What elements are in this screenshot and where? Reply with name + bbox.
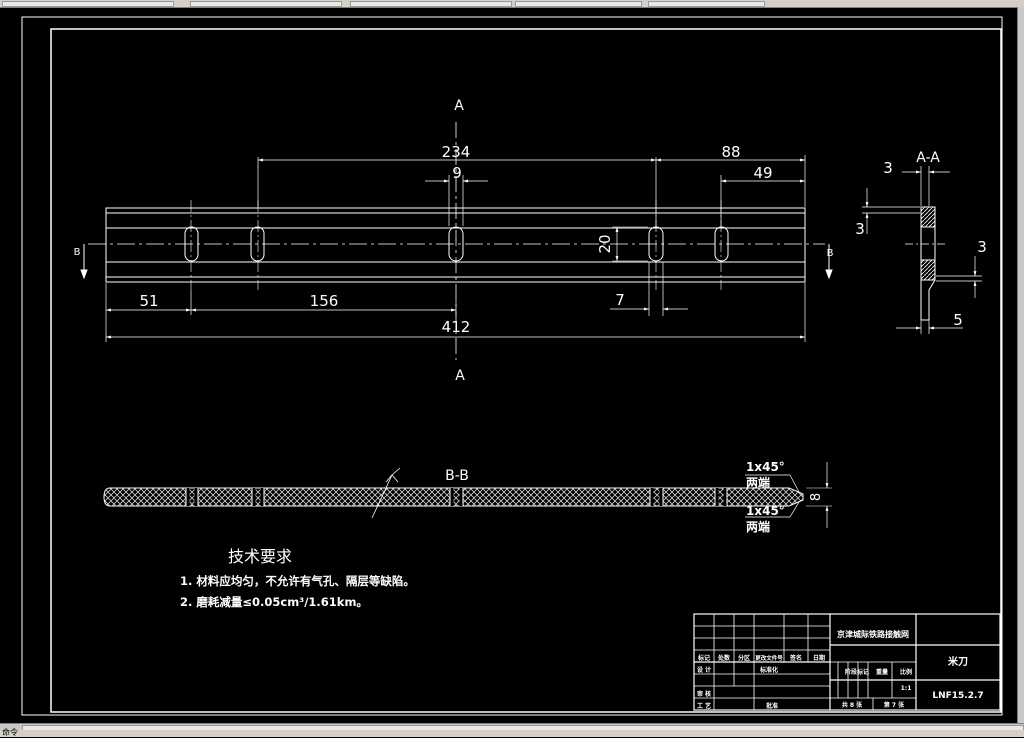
stage-mark-label: 阶段标记	[845, 668, 869, 676]
part-name: 米刀	[948, 655, 968, 668]
section-aa-labels: A-A 3 3 3 5	[855, 150, 987, 329]
review-label: 审 核	[697, 690, 711, 698]
requirement-item-1: 1. 材料应均匀，不允许有气孔、隔层等缺陷。	[180, 574, 415, 588]
section-b-label-left: B	[74, 247, 81, 258]
chamfer-bottom-label: 1x45°	[746, 504, 785, 518]
weight-label: 重量	[876, 668, 888, 676]
drawing-number: LNF15.2.7	[932, 691, 983, 701]
command-line[interactable]: 命令	[0, 728, 1024, 737]
dim-156: 156	[310, 292, 339, 310]
section-a-label-top: A	[454, 98, 464, 114]
dim-aa-5: 5	[953, 311, 963, 329]
section-b-label-right: B	[827, 248, 834, 259]
scale-value: 1:1	[901, 685, 912, 692]
toolbar-field[interactable]	[350, 1, 512, 7]
dim-bb-8: 8	[809, 493, 824, 501]
section-aa-title: A-A	[916, 150, 940, 166]
dim-9: 9	[452, 164, 462, 182]
toolbar	[0, 0, 1024, 8]
scale-label: 比例	[900, 668, 912, 676]
chamfer-top-label: 1x45°	[746, 460, 785, 474]
section-bb-title: B-B	[445, 468, 469, 484]
dim-234: 234	[442, 143, 471, 161]
sheets-total: 共 8 张	[842, 701, 863, 709]
sheet-number: 第 7 张	[883, 701, 905, 709]
rev-col-zone: 分区	[738, 654, 750, 662]
section-a-label-bottom: A	[455, 368, 465, 384]
title-block-text: 京津城际铁路接触网 米刀 LNF15.2.7 标记 处数 分区 更改文件号 签名…	[697, 629, 984, 710]
both-ends-top-label: 两端	[746, 475, 770, 490]
standard-label: 标准化	[759, 666, 778, 674]
section-bb-labels: B-B 1x45° 两端 1x45° 两端 8	[445, 460, 824, 534]
rev-col-mark: 标记	[697, 654, 710, 662]
section-aa-view	[862, 166, 982, 334]
rev-col-sign: 签名	[789, 654, 802, 662]
process-label: 工 艺	[697, 702, 711, 710]
project-name: 京津城际铁路接触网	[837, 629, 909, 639]
cad-drawing-canvas[interactable]: A A B B 234 88 49 9 20 51 156 7 412	[0, 7, 1018, 723]
rev-col-file: 更改文件号	[755, 654, 783, 662]
dim-51: 51	[139, 292, 158, 310]
title-block	[693, 613, 1001, 711]
toolbar-field[interactable]	[515, 1, 642, 7]
requirements-heading: 技术要求	[228, 547, 292, 566]
front-view	[80, 122, 833, 360]
both-ends-bottom-label: 两端	[746, 519, 770, 534]
front-view-labels: A A B B 234 88 49 9 20 51 156 7 412	[74, 98, 834, 384]
dim-aa-3-top: 3	[883, 159, 893, 177]
design-label: 设 计	[697, 666, 711, 674]
requirement-item-2: 2. 磨耗减量≤0.05cm³/1.61km。	[180, 595, 368, 609]
rev-col-date: 日期	[813, 654, 825, 662]
dim-412: 412	[442, 318, 471, 336]
dim-7: 7	[615, 291, 625, 309]
toolbar-field[interactable]	[2, 1, 174, 7]
inner-frame	[50, 28, 1002, 713]
vertical-scrollbar[interactable]	[1017, 7, 1024, 723]
technical-requirements: 技术要求 1. 材料应均匀，不允许有气孔、隔层等缺陷。 2. 磨耗减量≤0.05…	[180, 547, 415, 609]
dim-20: 20	[596, 234, 614, 253]
toolbar-field[interactable]	[648, 1, 765, 7]
dim-aa-3-right: 3	[977, 238, 987, 256]
command-prompt: 命令	[2, 728, 18, 737]
rev-col-count: 处数	[717, 654, 731, 662]
outer-frame	[21, 16, 1003, 716]
dim-88: 88	[721, 143, 740, 161]
toolbar-field[interactable]	[190, 1, 342, 7]
dim-49: 49	[753, 164, 772, 182]
section-bb-view	[103, 462, 832, 528]
approve-label: 批准	[766, 702, 778, 710]
dim-aa-3-left: 3	[855, 220, 865, 238]
